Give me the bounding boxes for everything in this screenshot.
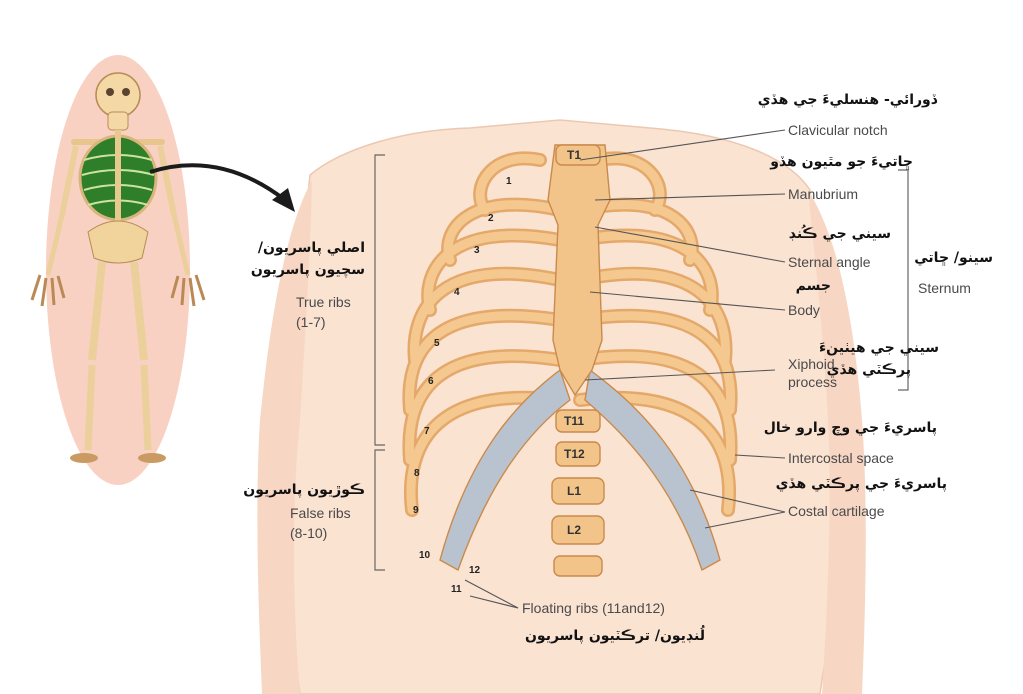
intercostal-space-label: Intercostal space xyxy=(788,450,894,466)
rib-number-label: 4 xyxy=(454,287,460,298)
sternum-label: Sternum xyxy=(918,280,971,296)
rib-number-label: 12 xyxy=(469,565,481,576)
rib-number-label: 9 xyxy=(413,505,419,516)
leader-lines xyxy=(464,129,786,609)
xiphoid-process-label-line1: Xiphoid xyxy=(788,356,835,372)
manubrium-label: Manubrium xyxy=(788,186,859,202)
sternal-angle-sindhi-label: سيني جي ڪُنڊ xyxy=(788,226,891,242)
xiphoid-process-label-line2: process xyxy=(788,374,838,390)
vertebra-label: T12 xyxy=(564,447,585,461)
costal-cartilage-right xyxy=(584,368,721,572)
false-ribs-label-line2: (8-10) xyxy=(290,525,328,541)
rib-number-label: 1 xyxy=(506,176,512,187)
true-ribs-label-line1: True ribs xyxy=(296,294,351,310)
true-ribs-sindhi-label-line2: سچيون پاسريون xyxy=(250,262,365,278)
costal-cartilage-sindhi-label: پاسريءَ جي پرڪٽي هڏي xyxy=(775,476,947,492)
false-ribs-label-line1: False ribs xyxy=(290,505,351,521)
right-arm-silhouette xyxy=(808,190,866,694)
sternal-angle-label: Sternal angle xyxy=(788,254,871,270)
body-sindhi-label: جسم xyxy=(795,278,831,294)
vertebra-label: L2 xyxy=(567,523,582,537)
floating-ribs-sindhi-label: لُنڊيون/ ترڪٽيون پاسريون xyxy=(524,628,705,644)
body-label: Body xyxy=(788,302,820,318)
true-ribs-label-line2: (1-7) xyxy=(296,314,326,330)
rib-cage-illustration xyxy=(402,144,738,577)
rib-number-label: 2 xyxy=(488,213,494,224)
rib-number-label: 3 xyxy=(474,245,480,256)
xiphoid-process-sindhi-label-line2: پرڪٽي هڏي xyxy=(826,362,911,378)
vertebra-label: T11 xyxy=(564,414,585,428)
intercostal-space-sindhi-label: پاسريءَ جي وچ وارو خال xyxy=(763,420,937,436)
clavicular-notch-sindhi-label: ڏورائي- هنسليءَ جي هڏي xyxy=(757,92,937,108)
true-ribs-bracket xyxy=(374,154,385,446)
costal-cartilage-label: Costal cartilage xyxy=(788,503,885,519)
floating-ribs-label: Floating ribs (11and12) xyxy=(522,600,665,616)
false-ribs-sindhi-label: ڪوڙيون پاسريون xyxy=(243,482,365,498)
rib-number-label: 8 xyxy=(414,468,420,479)
rib-number-label: 11 xyxy=(451,584,462,595)
rib-number-label: 6 xyxy=(428,376,434,387)
arrow-head-icon xyxy=(272,188,295,212)
rib-number-label: 5 xyxy=(434,338,440,349)
vertebra-label: L1 xyxy=(567,484,582,498)
rib-number-label: 10 xyxy=(419,550,431,561)
pointer-arrow xyxy=(149,163,287,202)
sternum-sindhi-label: سينو/ ڇاتي xyxy=(914,250,993,266)
rib-number-label: 7 xyxy=(424,426,430,437)
left-arm-silhouette xyxy=(257,180,312,694)
manubrium-sindhi-label: ڇاتيءَ جو مٿيون هڏو xyxy=(770,154,913,170)
xiphoid-process-sindhi-label-line1: سيني جي هيٺينءَ xyxy=(819,340,939,356)
false-ribs-bracket xyxy=(374,449,385,571)
sternum-shape xyxy=(547,144,611,397)
clavicular-notch-label: Clavicular notch xyxy=(788,122,888,138)
sternum-bracket xyxy=(898,169,909,391)
costal-cartilage-left xyxy=(439,368,571,572)
vertebra-label: T1 xyxy=(567,148,582,162)
human-skeleton-figure xyxy=(30,55,206,485)
true-ribs-sindhi-label-line1: اصلي پاسريون/ xyxy=(257,240,365,256)
